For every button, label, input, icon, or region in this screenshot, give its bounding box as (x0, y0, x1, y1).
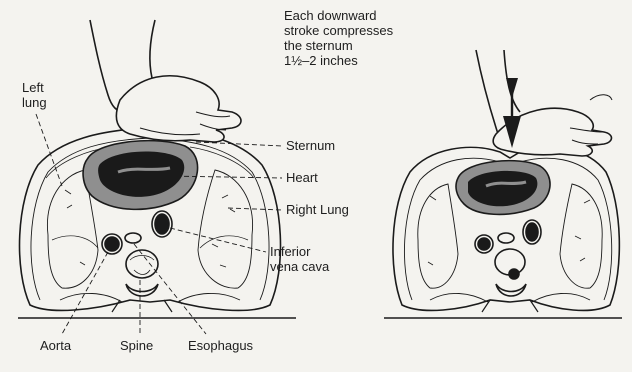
vena-cava-label-line-2: vena cava (270, 259, 329, 274)
aorta-leader (62, 252, 108, 334)
right-lung-shape (198, 170, 253, 288)
sternum-leader (196, 142, 282, 146)
vena-cava-label-line-1: Inferior (270, 244, 329, 259)
left-aorta (105, 237, 119, 251)
left-lung-leader (36, 114, 62, 186)
heart-label: Heart (286, 170, 318, 185)
right-lung-label: Right Lung (286, 202, 349, 217)
sternum-label: Sternum (286, 138, 335, 153)
left-vena-cava (155, 214, 169, 234)
caption-line-1: Each downward (284, 8, 464, 23)
left-lung-label-line-1: Left (22, 80, 47, 95)
inferior-vena-cava-label: Inferior vena cava (270, 244, 329, 274)
compression-caption: Each downward stroke compresses the ster… (284, 8, 464, 68)
aorta-label: Aorta (40, 338, 71, 353)
esophagus-leader (134, 244, 206, 334)
left-compressing-hands (90, 20, 241, 142)
caption-line-2: stroke compresses (284, 23, 464, 38)
right-compressing-hands (476, 50, 612, 156)
left-lung-label-line-2: lung (22, 95, 47, 110)
esophagus-label: Esophagus (188, 338, 253, 353)
left-lung-label: Left lung (22, 80, 47, 110)
caption-line-4: 1½–2 inches (284, 53, 464, 68)
spine-label: Spine (120, 338, 153, 353)
right-lung-leader (228, 208, 282, 210)
left-chest-cross-section (18, 128, 296, 318)
right-chest-cross-section (384, 147, 622, 318)
caption-line-3: the sternum (284, 38, 464, 53)
